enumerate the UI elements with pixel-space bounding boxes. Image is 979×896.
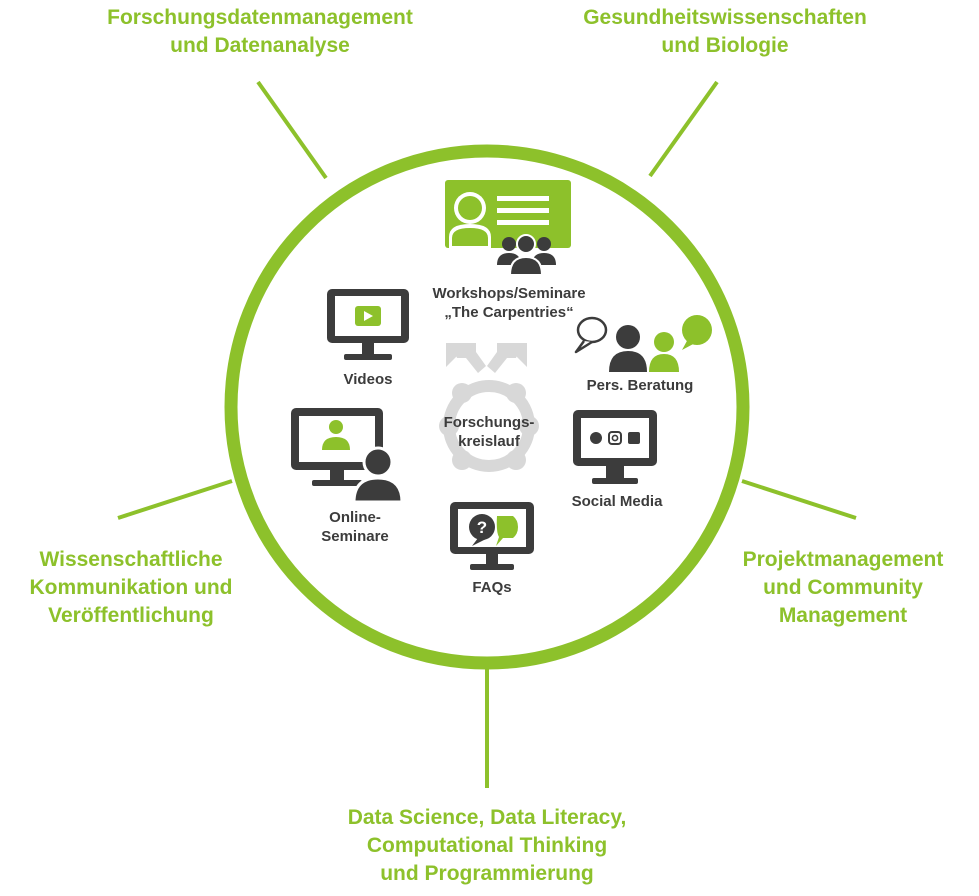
topic-top-right-line-1: Gesundheitswissenschaften — [583, 6, 867, 29]
monitor-with-play-button-icon — [327, 289, 409, 360]
topic-left-line-2: Kommunikation und — [29, 576, 233, 599]
spoke-left — [117, 479, 233, 520]
service-label-beratung: Pers. Beratung — [570, 376, 710, 395]
service-label-videos-line-1: Videos — [343, 371, 393, 388]
service-label-social: Social Media — [557, 492, 677, 511]
service-label-beratung-line-1: Pers. Beratung — [586, 377, 694, 394]
topic-bottom: Data Science, Data Literacy, Computation… — [287, 804, 687, 888]
service-label-workshops-line-2: „The Carpentries“ — [444, 304, 574, 321]
monitor-with-person-icon — [291, 408, 404, 504]
service-label-social-line-1: Social Media — [571, 493, 663, 510]
research-cycle-arrows-icon — [439, 343, 539, 472]
svg-text:?: ? — [477, 518, 487, 537]
topic-right-line-3: Management — [778, 604, 908, 627]
topic-left-line-1: Wissenschaftliche — [39, 548, 223, 571]
service-label-online: Online- Seminare — [300, 508, 410, 546]
topic-right-line-1: Projektmanagement — [742, 548, 944, 571]
service-label-videos: Videos — [318, 370, 418, 389]
service-label-online-line-2: Seminare — [321, 528, 389, 545]
spoke-top-right — [648, 80, 719, 178]
topic-bottom-line-2: Computational Thinking — [366, 834, 608, 857]
spoke-right — [741, 479, 857, 520]
monitor-with-social-logos-icon — [573, 410, 657, 484]
topic-top-left-line-1: Forschungsdatenmanagement — [107, 6, 413, 29]
topic-top-right: Gesundheitswissenschaften und Biologie — [545, 4, 905, 60]
topic-top-left-line-2: und Datenanalyse — [170, 34, 350, 57]
topic-right-line-2: und Community — [763, 576, 923, 599]
monitor-with-question-bubble-icon: ? — [450, 502, 534, 570]
main-ring — [224, 144, 750, 670]
service-label-center-line-1: Forschungs- — [443, 414, 535, 431]
service-label-workshops: Workshops/Seminare „The Carpentries“ — [409, 284, 609, 322]
service-label-faqs: FAQs — [452, 578, 532, 597]
topic-left-line-3: Veröffentlichung — [48, 604, 214, 627]
service-label-center-line-2: kreislauf — [458, 433, 520, 450]
consultation-speech-bubbles-icon — [574, 315, 712, 372]
topic-bottom-line-1: Data Science, Data Literacy, — [347, 806, 627, 829]
topic-top-left: Forschungsdatenmanagement und Datenanaly… — [60, 4, 460, 60]
service-label-faqs-line-1: FAQs — [472, 579, 512, 596]
service-label-workshops-line-1: Workshops/Seminare — [432, 285, 586, 302]
topic-bottom-line-3: und Programmierung — [380, 862, 594, 885]
topic-left: Wissenschaftliche Kommunikation und Verö… — [0, 546, 262, 630]
topic-top-right-line-2: und Biologie — [661, 34, 789, 57]
topic-right: Projektmanagement und Community Manageme… — [712, 546, 974, 630]
service-label-center: Forschungs- kreislauf — [431, 413, 547, 451]
spoke-top-left — [256, 80, 328, 180]
service-label-online-line-1: Online- — [329, 509, 381, 526]
presentation-board-with-group-icon — [445, 180, 571, 276]
